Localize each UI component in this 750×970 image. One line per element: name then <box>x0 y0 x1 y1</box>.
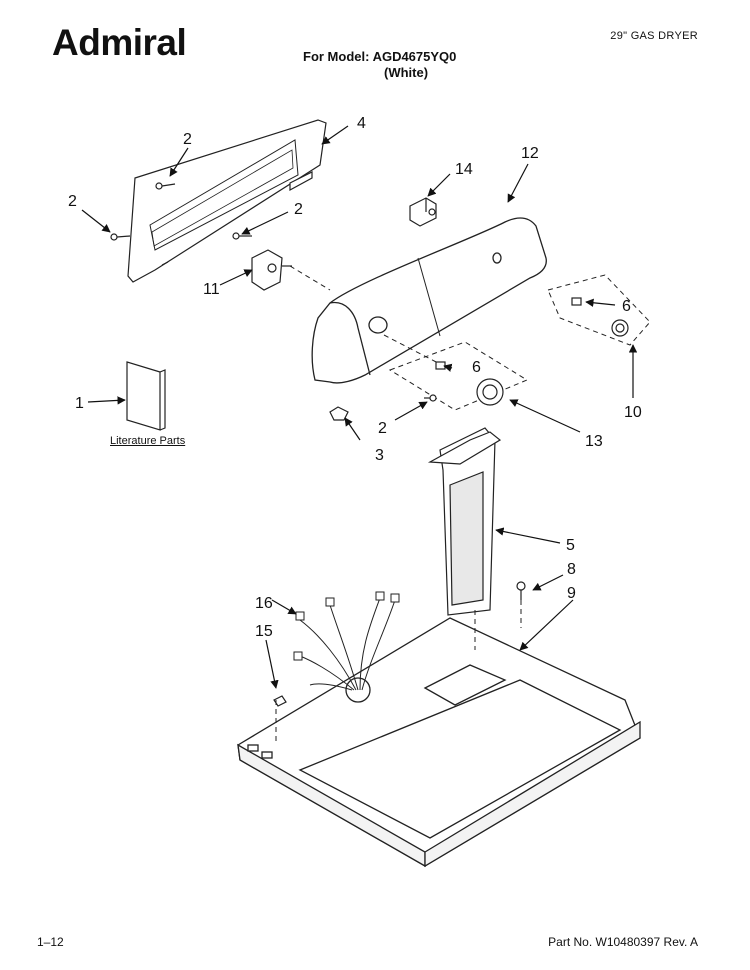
clamp-part <box>273 695 287 707</box>
model-line: For Model: AGD4675YQ0 <box>303 49 457 64</box>
page-number: 1–12 <box>37 935 64 949</box>
callout-11: 11 <box>203 281 220 298</box>
callout-6: 6 <box>472 359 481 376</box>
callout-2: 2 <box>183 131 192 148</box>
callout-10: 10 <box>624 404 642 421</box>
literature-label: Literature Parts <box>110 435 186 447</box>
part-number: Part No. W10480397 Rev. A <box>548 935 698 949</box>
color-line: (White) <box>384 65 429 80</box>
callout-15: 15 <box>255 623 273 640</box>
console-part <box>311 217 547 384</box>
callout-8: 8 <box>567 561 576 578</box>
callout-9: 9 <box>567 585 576 602</box>
timer-part <box>251 249 292 291</box>
callout-13: 13 <box>585 433 603 450</box>
product-type: 29" GAS DRYER <box>610 30 698 42</box>
callout-4: 4 <box>357 115 366 132</box>
knob-parts <box>435 297 629 406</box>
rear-panel-part <box>127 119 327 283</box>
screw-parts <box>110 182 526 600</box>
callout-numbers: 2 4 2 2 14 12 11 6 6 1 2 3 10 13 5 8 9 1… <box>68 115 642 640</box>
literature-part <box>126 361 166 431</box>
leader-arrows <box>81 125 638 689</box>
callout-2: 2 <box>68 193 77 210</box>
callout-14: 14 <box>455 161 473 178</box>
callout-2: 2 <box>294 201 303 218</box>
callout-2: 2 <box>378 420 387 437</box>
clip-part <box>329 406 349 421</box>
wire-harness-part <box>293 591 400 691</box>
assembly-lines <box>275 265 522 745</box>
lint-screen-part <box>427 427 502 616</box>
callout-12: 12 <box>521 145 539 162</box>
callout-16: 16 <box>255 595 273 612</box>
switch-part <box>409 197 437 227</box>
callout-5: 5 <box>566 537 575 554</box>
callout-1: 1 <box>75 395 84 412</box>
brand-logo: Admiral <box>52 22 187 63</box>
callout-3: 3 <box>375 447 384 464</box>
callout-6: 6 <box>622 298 631 315</box>
